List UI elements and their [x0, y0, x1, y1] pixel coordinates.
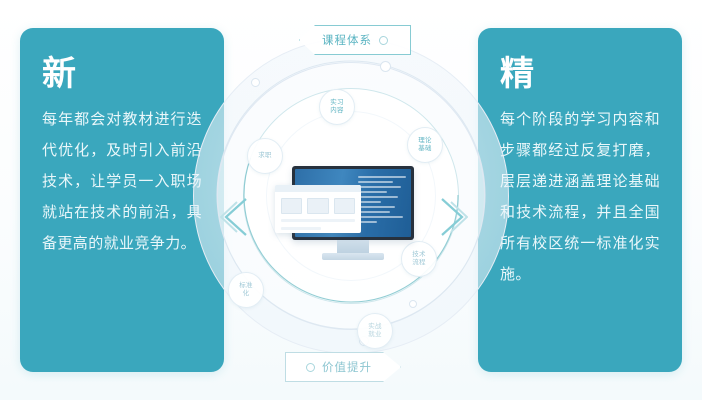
node-lilun-jichu-label: 理论基础 [418, 137, 432, 152]
desktop-monitor-icon [275, 166, 427, 270]
window-title-bar [275, 185, 361, 192]
node-jishu-liucheng[interactable]: 技术流程 [401, 241, 437, 277]
window-text-row [281, 227, 321, 230]
tag-course-system-label: 课程体系 [322, 35, 372, 47]
circle-dot-icon [379, 35, 388, 45]
node-shixi-neirong[interactable]: 实习内容 [319, 89, 355, 125]
node-biaozhunhua-label: 标准化 [239, 282, 253, 297]
ring-dot-top [380, 61, 391, 72]
tag-course-system[interactable]: 课程体系 [299, 25, 411, 55]
window-tiles [281, 198, 355, 214]
monitor-base [322, 253, 384, 260]
window-card-overlay [275, 185, 361, 233]
panel-left-title: 新 [42, 55, 77, 93]
monitor-neck [337, 240, 369, 253]
node-biaozhunhua[interactable]: 标准化 [228, 272, 264, 308]
connector-arc [216, 60, 486, 330]
node-qiuzhi[interactable]: 求职 [247, 138, 283, 174]
node-lilun-jichu[interactable]: 理论基础 [407, 127, 443, 163]
panel-left-new: 新 每年都会对教材进行迭代优化，及时引入前沿技术，让学员一入职场就站在技术的前沿… [20, 28, 224, 372]
panel-right-title: 精 [500, 55, 535, 93]
window-content [275, 192, 361, 230]
double-chevron-right-icon [438, 196, 469, 243]
window-tile [281, 198, 303, 214]
panel-right-body: 每个阶段的学习内容和步骤都经过反复打磨，层层递进涵盖理论基础和技术流程，并且全国… [500, 111, 660, 283]
node-shixi-neirong-label: 实习内容 [330, 99, 344, 114]
node-qiuzhi-label: 求职 [258, 152, 272, 159]
ring-dot-lower-right [409, 300, 417, 308]
tag-value-improvement[interactable]: 价值提升 [285, 352, 401, 382]
circle-dot-icon [306, 363, 315, 372]
node-jishu-liucheng-label: 技术流程 [412, 251, 426, 266]
code-lines-group [358, 176, 406, 226]
double-chevron-left-icon [219, 196, 250, 243]
window-tile [333, 198, 355, 214]
panel-left-body: 每年都会对教材进行迭代优化，及时引入前沿技术，让学员一入职场就站在技术的前沿，具… [42, 111, 202, 252]
window-text-row [281, 219, 355, 222]
tag-value-improvement-label: 价值提升 [322, 362, 372, 374]
panel-right-jing: 精 每个阶段的学习内容和步骤都经过反复打磨，层层递进涵盖理论基础和技术流程，并且… [478, 28, 682, 372]
node-shizhan-jiuye[interactable]: 实战就业 [357, 313, 393, 349]
window-tile [307, 198, 329, 214]
center-diagram: 实习内容 理论基础 技术流程 实战就业 标准化 求职 [193, 0, 509, 400]
ring-dot-upper-left [251, 78, 260, 87]
node-shizhan-jiuye-label: 实战就业 [368, 323, 382, 338]
